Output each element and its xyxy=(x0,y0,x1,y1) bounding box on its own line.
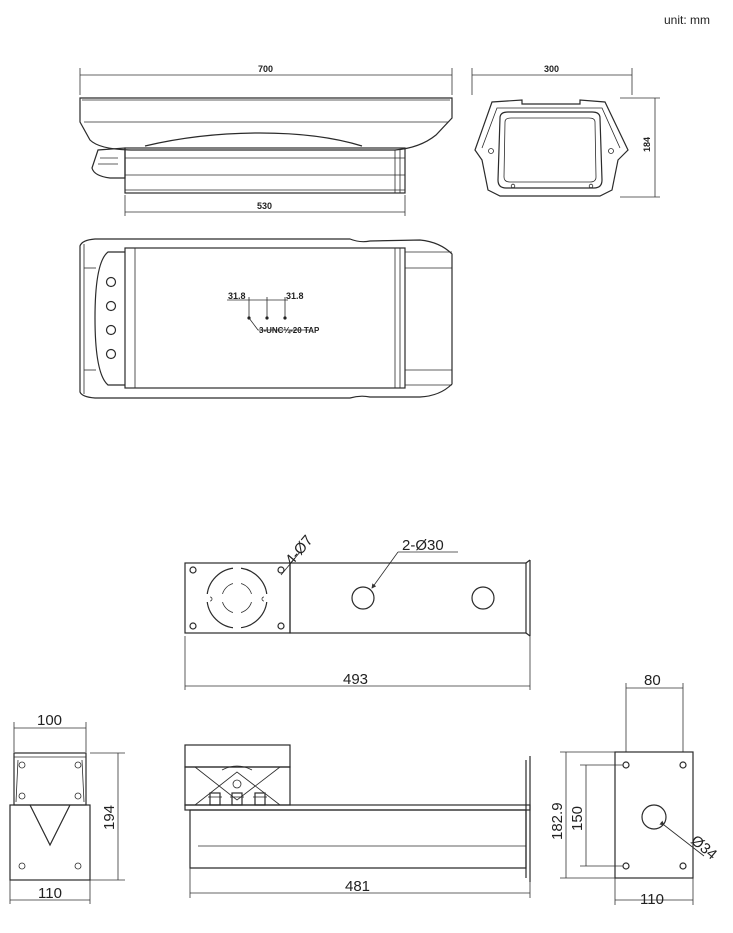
tap-dim-left: 31.8 xyxy=(228,291,246,301)
dim-194: 194 xyxy=(101,805,118,830)
dim-dia34: Ø34 xyxy=(687,832,720,863)
dim-100: 100 xyxy=(37,712,62,729)
dim-110-left: 110 xyxy=(38,885,62,902)
bracket-top-view: 4-Ø7 2-Ø30 493 xyxy=(184,532,531,690)
bracket-end-view: 100 194 110 xyxy=(9,712,125,904)
bracket-side-view: 481 xyxy=(184,744,531,898)
housing-side-view: 700 530 xyxy=(79,64,453,216)
dim-182-9: 182.9 xyxy=(549,802,566,840)
dim-184: 184 xyxy=(642,137,652,152)
dim-700: 700 xyxy=(258,64,273,74)
dim-110-plate: 110 xyxy=(640,891,664,908)
label-2-holes: 2-Ø30 xyxy=(402,537,444,554)
housing-front-view: 300 184 xyxy=(471,64,660,198)
tap-label: 3-UNC¼-20 TAP xyxy=(259,326,320,335)
tap-dim-right: 31.8 xyxy=(286,291,304,301)
mounting-plate-view: 80 Ø34 182.9 150 110 xyxy=(549,672,720,908)
dim-481: 481 xyxy=(345,878,370,895)
dim-493: 493 xyxy=(343,671,368,688)
housing-bottom-view: 31.8 31.8 3-UNC¼-20 TAP xyxy=(79,238,453,399)
dim-530: 530 xyxy=(257,201,272,211)
unit-label: unit: mm xyxy=(664,13,710,27)
dim-80: 80 xyxy=(644,672,661,689)
dim-150: 150 xyxy=(569,806,586,831)
dim-300: 300 xyxy=(544,64,559,74)
